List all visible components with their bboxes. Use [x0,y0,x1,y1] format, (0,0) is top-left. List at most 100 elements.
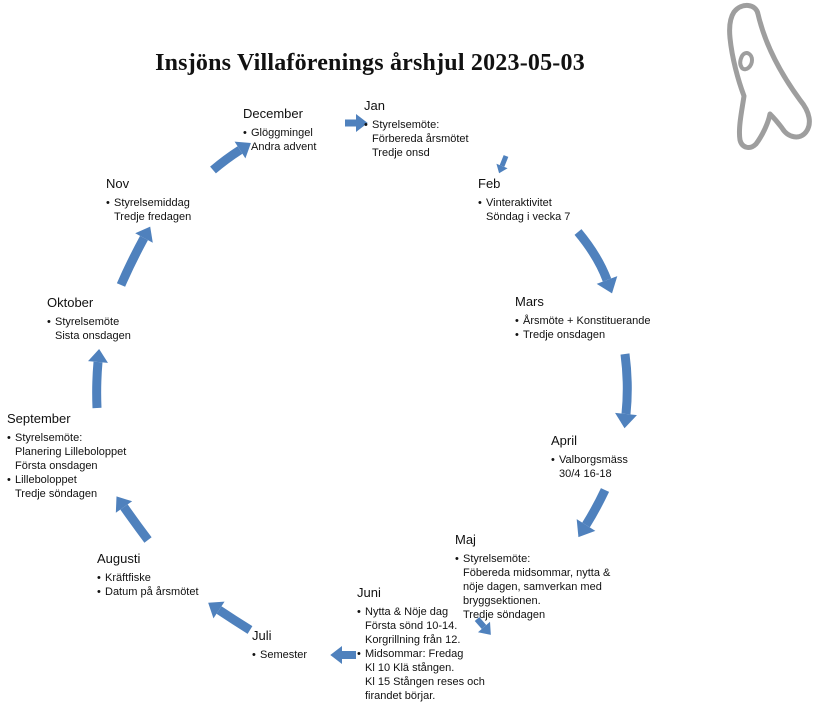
event-list: Semester [252,648,307,662]
month-block-nov: NovStyrelsemiddagTredje fredagen [106,176,191,224]
event-text-line: Datum på årsmötet [105,586,199,598]
arrow-shaft [120,504,152,543]
event-text-line: Nytta & Nöje dag [365,606,449,618]
arrow-okt-nov [116,226,153,287]
event-list: Årsmöte + KonstituerandeTredje onsdagen [515,314,651,342]
event-item: Kräftfiske [97,571,199,585]
month-block-feb: FebVinteraktivitetSöndag i vecka 7 [478,176,570,224]
event-item: Tredje onsdagen [515,328,651,342]
month-name: Mars [515,294,544,309]
event-text-line: Kräftfiske [105,572,151,584]
month-block-jan: JanStyrelsemöte:Förbereda årsmötetTredje… [364,98,469,160]
month-name: Augusti [97,551,141,566]
event-text-line: Tredje fredagen [114,211,192,223]
event-text-line: Första sönd 10-14. [365,620,458,632]
event-item: Styrelsemöte: Planering LilleboloppetFörs… [7,431,126,473]
arrow-feb-mar [574,229,618,294]
arrow-mar-apr [615,353,637,429]
month-name: Oktober [47,295,94,310]
month-name: Maj [455,532,476,547]
arrow-jul-aug [208,601,253,634]
month-block-augusti: AugustiKräftfiskeDatum på årsmötet [97,551,199,599]
month-block-april: AprilValborgsmäss30/4 16-18 [551,433,628,481]
arrow-head [330,646,342,664]
event-text-line: Styrelsemöte [55,316,120,328]
event-text-line: nöje dagen, samverkan med [463,581,602,593]
event-text-line: Styrelsemöte: [463,553,531,565]
arrow-shaft [620,353,632,415]
event-text-line: Semester [260,649,308,661]
event-item: Årsmöte + Konstituerande [515,314,651,328]
arrow-head [615,412,637,429]
month-block-juli: JuliSemester [252,628,307,662]
event-text-line: Sista onsdagen [55,330,131,342]
month-name: Jan [364,98,385,113]
month-name: Feb [478,176,501,191]
event-text-line: Korgrillning från 12. [365,634,461,646]
event-text-line: Första onsdagen [15,460,98,472]
arrow-head [596,276,618,294]
arrow-jun-jul [330,646,356,664]
month-name: December [243,106,303,121]
month-name: Juni [357,585,381,600]
arrow-head [135,226,153,243]
arrow-shaft [216,606,253,634]
event-text-line: Vinteraktivitet [486,197,552,209]
month-block-mars: MarsÅrsmöte + KonstituerandeTredje onsda… [515,294,651,342]
event-text-line: Söndag i vecka 7 [486,211,571,223]
event-text-line: Tredje söndagen [15,488,98,500]
event-text-line: Andra advent [251,141,317,153]
month-name: Juli [252,628,272,643]
arrow-head [88,349,108,363]
event-text-line: Styrelsemöte: [15,432,83,444]
arrow-apr-maj [576,488,610,538]
month-block-maj: MajStyrelsemöte: Föbereda midsommar, nytt… [455,532,610,622]
event-text-line: Förbereda årsmötet [372,133,469,145]
arrow-head [208,601,225,619]
event-text-line: Planering Lilleboloppet [15,446,127,458]
arrow-shaft [582,488,610,528]
event-text-line: Tredje söndagen [463,609,546,621]
arrow-shaft [574,229,612,282]
event-item: Semester [252,648,307,662]
event-text-line: Midsommar: Fredag [365,648,464,660]
event-text-line: Kl 15 Stången reses och [365,676,485,688]
diver-figure-icon [727,3,812,150]
event-item: Datum på årsmötet [97,585,199,599]
event-text-line: Föbereda midsommar, nytta & [463,567,611,579]
month-block-oktober: OktoberStyrelsemöteSista onsdagen [47,295,131,343]
arrow-sep-okt [88,349,108,409]
event-text-line: Tredje onsd [372,147,430,159]
event-text-line: Kl 10 Klä stången. [365,662,455,674]
arrow-head [576,519,596,538]
arrow-head [356,114,368,132]
arrow-head [496,163,508,174]
arrow-aug-sep [115,496,152,543]
page-title: Insjöns Villaförenings årshjul 2023-05-0… [155,50,585,76]
arrow-shaft [92,361,103,409]
event-item: Midsommar: Fredag Kl 10 Klä stången. Kl 15… [357,647,485,703]
event-text-line: Styrelsemiddag [114,197,190,209]
month-name: Nov [106,176,130,191]
arrow-shaft [116,235,148,287]
logo-outline [727,3,812,150]
event-text-line: Glöggmingel [251,127,313,139]
arrow-dec-jan [345,114,368,132]
month-name: April [551,433,578,448]
event-item: Styrelsemöte: Föbereda midsommar, nytta &… [455,552,610,622]
